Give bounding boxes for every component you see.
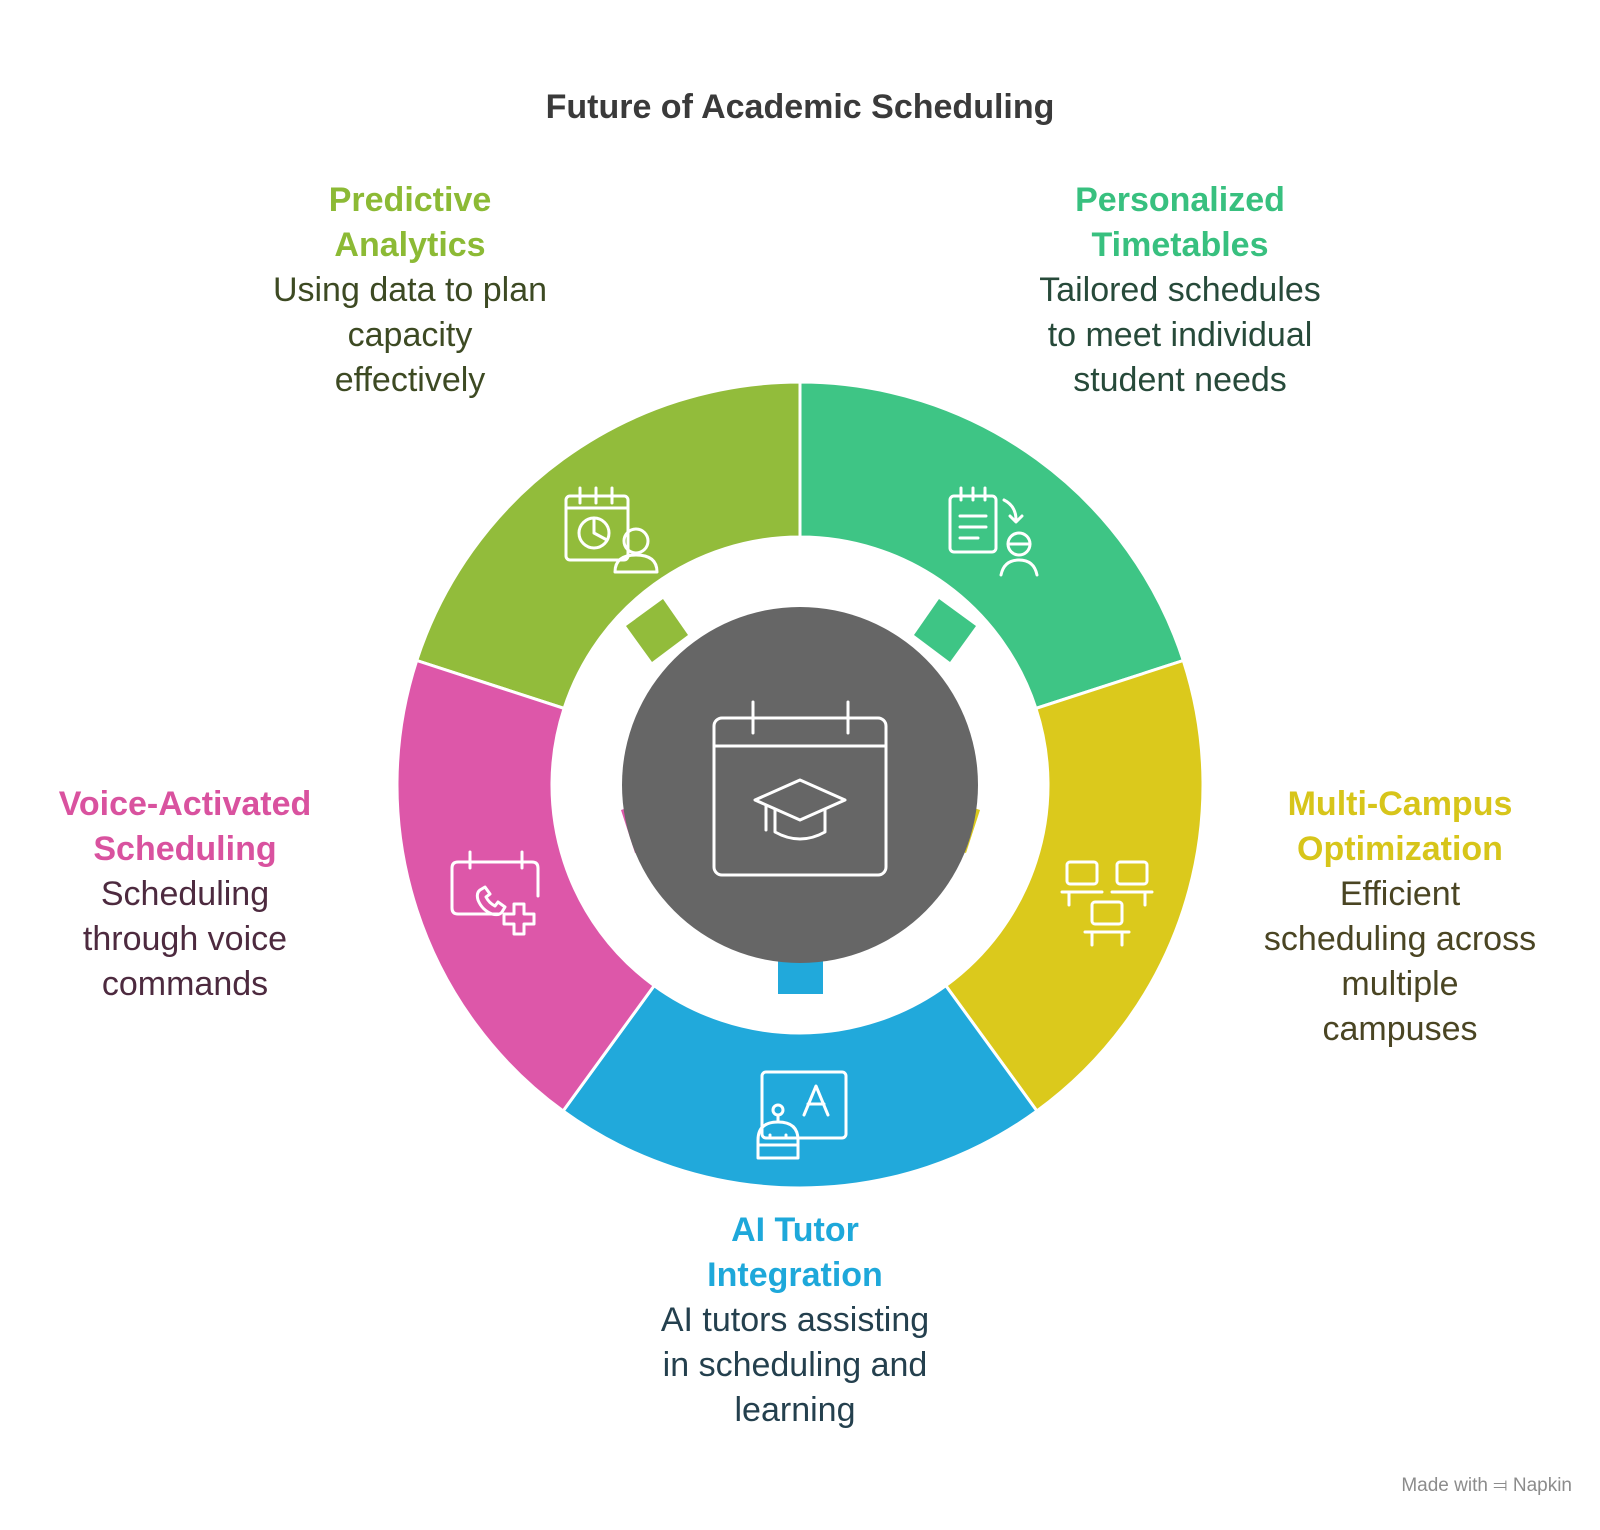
predictive-analytics-desc-3: effectively [334, 361, 486, 399]
predictive-analytics-heading-2: Analytics [334, 226, 486, 264]
segment-multi-campus-optimization [943, 658, 1205, 1114]
napkin-watermark: Made with ⫤ Napkin [1401, 1475, 1572, 1497]
diagram-title: Future of Academic Scheduling [545, 88, 1055, 126]
voice-activated-scheduling-block: Voice-Activated Scheduling Scheduling th… [20, 782, 350, 1007]
calendar-chart-user-icon [564, 486, 659, 574]
personalized-timetables-heading-1: Personalized [1075, 181, 1285, 219]
ai-tutor-heading-2: Integration [707, 1256, 883, 1294]
predictive-analytics-desc-1: Using data to plan [272, 271, 548, 309]
segment-personalized-timetables [798, 380, 1186, 711]
voice-activated-heading-1: Voice-Activated [58, 785, 312, 823]
made-with-label: Made with [1401, 1475, 1488, 1496]
segment-voice-activated-scheduling [395, 658, 657, 1114]
voice-activated-desc-3: commands [101, 965, 269, 1003]
napkin-brand: Napkin [1512, 1475, 1572, 1496]
multi-campus-desc-4: campuses [1322, 1010, 1478, 1048]
ai-tutor-desc-2: in scheduling and [662, 1346, 928, 1384]
robot-board-icon [756, 1070, 848, 1160]
ai-tutor-desc-3: learning [734, 1391, 856, 1429]
ai-tutor-integration-block: AI Tutor Integration AI tutors assisting… [615, 1208, 975, 1433]
voice-activated-desc-1: Scheduling [100, 875, 270, 913]
connector-personalized-timetables [914, 599, 976, 662]
personalized-timetables-heading-2: Timetables [1091, 226, 1269, 264]
personalized-timetables-desc-2: to meet individual [1047, 316, 1313, 354]
napkin-logo-icon: ⫤ [1493, 1475, 1508, 1496]
multi-campus-optimization-block: Multi-Campus Optimization Efficient sche… [1230, 782, 1570, 1052]
personalized-timetables-desc-1: Tailored schedules [1039, 271, 1321, 309]
multi-campus-desc-2: scheduling across [1263, 920, 1537, 958]
center-hub [622, 607, 978, 963]
segment-predictive-analytics [414, 380, 802, 711]
voice-activated-heading-2: Scheduling [93, 830, 277, 868]
predictive-analytics-block: Predictive Analytics Using data to plan … [230, 178, 590, 403]
predictive-analytics-heading-1: Predictive [328, 181, 492, 219]
predictive-analytics-desc-2: capacity [347, 316, 473, 354]
multi-campus-heading-2: Optimization [1297, 830, 1503, 868]
ai-tutor-desc-1: AI tutors assisting [660, 1301, 930, 1339]
voice-activated-desc-2: through voice [82, 920, 288, 958]
multi-campus-heading-1: Multi-Campus [1287, 785, 1513, 823]
ai-tutor-heading-1: AI Tutor [731, 1211, 859, 1249]
personalized-timetables-desc-3: student needs [1073, 361, 1287, 399]
clipboard-student-icon [948, 486, 1039, 577]
calendar-graduation-cap-icon [712, 700, 888, 877]
networked-desks-icon [1060, 860, 1154, 947]
segment-ai-tutor-integration [561, 983, 1039, 1190]
multi-campus-desc-3: multiple [1341, 965, 1459, 1003]
personalized-timetables-block: Personalized Timetables Tailored schedul… [990, 178, 1370, 403]
connector-predictive-analytics [626, 599, 688, 662]
multi-campus-desc-1: Efficient [1339, 875, 1461, 913]
calendar-phone-add-icon [450, 850, 540, 936]
